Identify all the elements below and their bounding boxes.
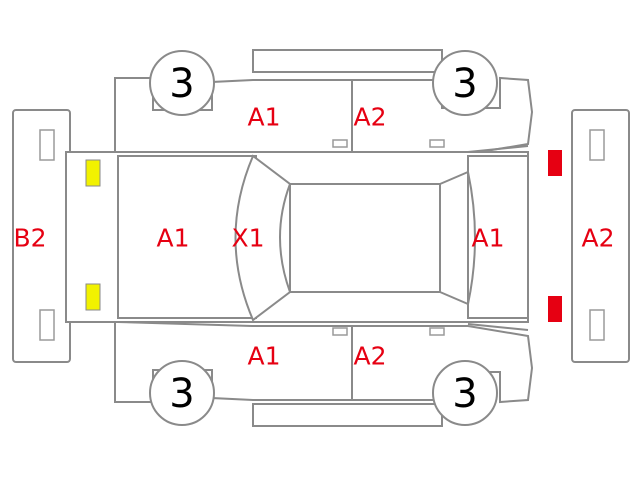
door-handle-top-rear <box>332 139 348 148</box>
wheel-number: 3 <box>169 371 194 417</box>
front-lower-door-code: A1 <box>247 342 280 371</box>
wheel-front-right: 3 <box>149 360 215 426</box>
door-handle-bottom-rear <box>332 327 348 336</box>
front-lamp-top-marker <box>548 150 562 176</box>
front-bumper-panel <box>571 109 630 363</box>
rear-lamp-top-marker <box>85 159 101 187</box>
front-bumper-slot-bottom <box>589 309 605 341</box>
hood-panel <box>467 155 529 319</box>
door-handle-top-front <box>429 139 445 148</box>
rear-lamp-bottom-marker <box>85 283 101 311</box>
hood-code: A1 <box>471 224 504 253</box>
wheel-rear-right: 3 <box>432 360 498 426</box>
front-bumper-slot-top <box>589 129 605 161</box>
front-lamp-bottom-marker <box>548 296 562 322</box>
front-upper-door-code: A1 <box>247 103 280 132</box>
wheel-number: 3 <box>169 61 194 107</box>
door-handle-bottom-front <box>429 327 445 336</box>
rear-bumper-slot-top <box>39 129 55 161</box>
wheel-number: 3 <box>452 371 477 417</box>
rear-lower-door-code: A2 <box>353 342 386 371</box>
rear-window <box>234 154 292 322</box>
windshield <box>439 170 476 306</box>
rear-upper-door-code: A2 <box>353 103 386 132</box>
wheel-number: 3 <box>452 61 477 107</box>
rear-bumper-slot-bottom <box>39 309 55 341</box>
wheel-front-left: 3 <box>149 50 215 116</box>
rear-bumper-code: B2 <box>13 224 46 253</box>
roof <box>289 183 441 293</box>
trunk-code: A1 <box>156 224 189 253</box>
front-bumper-code: A2 <box>581 224 614 253</box>
side-skirt-top <box>252 49 443 73</box>
wheel-rear-left: 3 <box>432 50 498 116</box>
rear-window-code: X1 <box>231 224 264 253</box>
side-skirt-bottom <box>252 403 443 427</box>
